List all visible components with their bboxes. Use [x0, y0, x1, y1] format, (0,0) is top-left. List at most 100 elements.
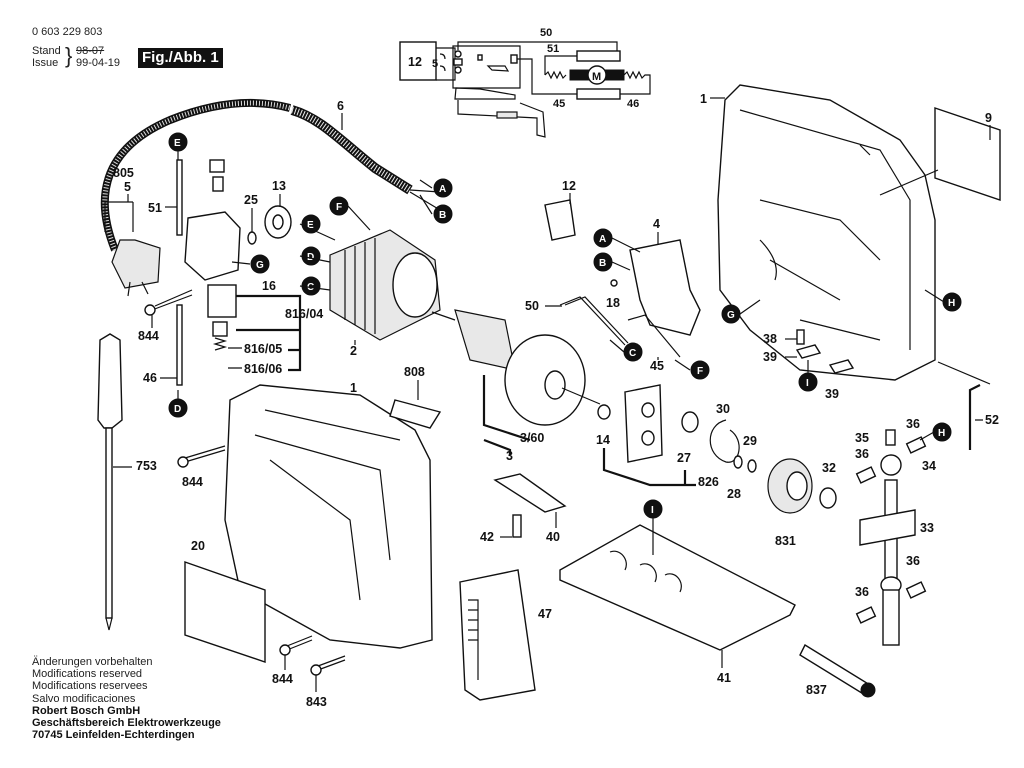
callout-f-2: [690, 360, 710, 380]
label-28: 28: [727, 487, 741, 501]
label-3: 3: [506, 449, 513, 463]
cover-20: [184, 561, 266, 663]
housing-half-right: [717, 84, 936, 381]
wiring-label-45: 45: [553, 98, 565, 110]
armature-3: [431, 309, 601, 426]
label-47: 47: [538, 607, 552, 621]
notice-fr: Modifications reservees: [32, 680, 148, 693]
hex-key-52: [968, 384, 981, 450]
wiring-label-5: 5: [432, 58, 438, 70]
label-36b: 36: [855, 447, 869, 461]
svg-text:F: F: [336, 202, 342, 213]
label-27: 27: [677, 451, 691, 465]
company-name: Robert Bosch GmbH: [32, 704, 141, 717]
label-50: 50: [525, 299, 539, 313]
wiring-diagram: 12 5 50 51 M 45 46: [399, 27, 651, 138]
label-25: 25: [244, 193, 258, 207]
label-12: 12: [562, 179, 576, 193]
label-844-mid: 844: [182, 475, 203, 489]
base-plate-41: [559, 524, 796, 651]
brush-holder-assembly: [184, 211, 241, 281]
label-816-06: 816/06: [244, 362, 282, 376]
motor-symbol: [587, 65, 607, 85]
label-2: 2: [350, 344, 357, 358]
callout-g-1: [250, 254, 270, 274]
nut-39a: [795, 344, 822, 359]
footer-notice: Änderungen vorbehalten Modifications res…: [32, 656, 221, 741]
label-844-top: 844: [138, 329, 159, 343]
label-plate-808: [389, 399, 442, 429]
issue-label: Issue: [32, 57, 59, 69]
label-46: 46: [143, 371, 157, 385]
label-831: 831: [775, 534, 796, 548]
label-42: 42: [480, 530, 494, 544]
company-address: 70745 Leinfelden-Echterdingen: [32, 729, 195, 742]
svg-text:A: A: [439, 184, 446, 195]
svg-text:E: E: [307, 220, 314, 231]
switch-cover-12: [544, 199, 576, 241]
wiring-label-m: M: [592, 71, 601, 83]
wire-45: [627, 314, 681, 358]
stand-label: Stand: [32, 45, 61, 57]
housing-half-left: [224, 384, 433, 649]
svg-text:G: G: [256, 260, 264, 271]
label-29: 29: [743, 434, 757, 448]
screw-35: [885, 429, 896, 446]
svg-text:E: E: [174, 138, 181, 149]
label-805: 805: [113, 166, 134, 180]
svg-text:B: B: [599, 258, 606, 269]
wire-50: [559, 296, 626, 346]
wiring-label-46: 46: [627, 98, 639, 110]
nut-28: [733, 455, 743, 469]
nut-39b: [828, 359, 855, 374]
label-808: 808: [404, 365, 425, 379]
label-1-left: 1: [350, 381, 357, 395]
label-816-05: 816/05: [244, 342, 282, 356]
svg-text:D: D: [174, 404, 181, 415]
label-1-right: 1: [700, 92, 707, 106]
label-33: 33: [920, 521, 934, 535]
clamp-plate-40: [493, 473, 567, 513]
label-45: 45: [650, 359, 664, 373]
retaining-ring-30: [709, 419, 740, 463]
label-753: 753: [136, 459, 157, 473]
notice-de: Änderungen vorbehalten: [32, 656, 153, 668]
label-18: 18: [606, 296, 620, 310]
label-5: 5: [124, 180, 131, 194]
label-816-04: 816/04: [285, 307, 323, 321]
callout-markers: A B A B C C D D E E F F G G H H I I: [168, 132, 962, 519]
part-number: 0 603 229 803: [32, 26, 103, 38]
label-826: 826: [698, 475, 719, 489]
plug: [111, 239, 161, 289]
brush-holder-16: [207, 284, 237, 318]
svg-text:B: B: [439, 210, 446, 221]
resistor-51: [576, 50, 621, 62]
label-4: 4: [653, 217, 660, 231]
label-36d: 36: [855, 585, 869, 599]
callout-a-1: [433, 178, 453, 198]
notice-es: Salvo modificaciones: [32, 692, 136, 705]
svg-text:C: C: [629, 348, 636, 359]
svg-text:I: I: [651, 505, 654, 516]
carbon-brush: [212, 321, 228, 337]
svg-text:A: A: [599, 234, 606, 245]
label-plate-9: [934, 107, 1001, 201]
label-38: 38: [763, 332, 777, 346]
notice-en: Modifications reserved: [32, 668, 143, 681]
label-844-bottom: 844: [272, 672, 293, 686]
spring-rod-46: [176, 304, 183, 386]
wiring-label-51: 51: [547, 43, 559, 55]
label-39a: 39: [763, 350, 777, 364]
old-date-struck: 98-07: [76, 45, 105, 57]
wiring-label-50: 50: [540, 27, 552, 39]
label-843: 843: [306, 695, 327, 709]
callout-e-2: [301, 214, 321, 234]
label-30: 30: [716, 402, 730, 416]
screw-42: [512, 514, 522, 538]
field-coil-2: [329, 229, 441, 341]
bushing-27: [681, 411, 699, 433]
company-division: Geschäftsbereich Elektrowerkzeuge: [32, 717, 221, 730]
resistor-45: [576, 88, 621, 100]
roller-32: [819, 487, 837, 509]
